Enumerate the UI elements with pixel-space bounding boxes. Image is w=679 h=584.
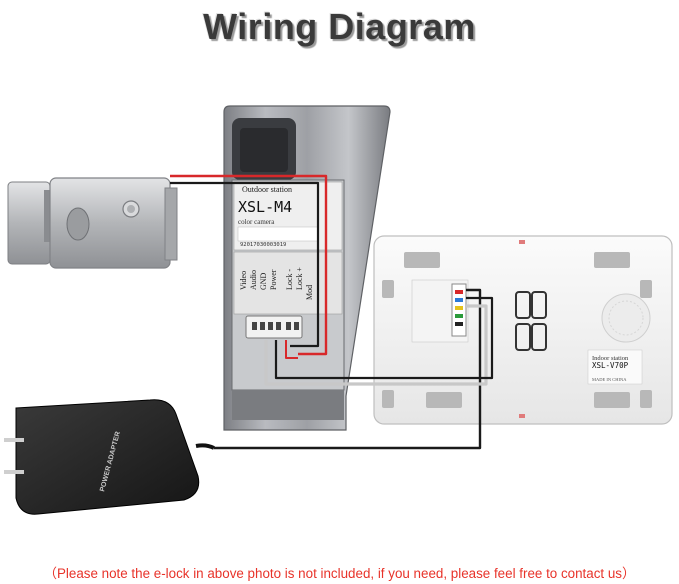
power-adapter: POWER ADAPTER [4,399,215,515]
outdoor-sub: color camera [238,218,275,226]
terminal-video: Video [239,271,248,290]
indoor-model: XSL-V70P [592,361,629,370]
terminal-lock-plus: Lock + [295,267,304,290]
wires [170,174,494,450]
terminal-audio: Audio [249,270,258,290]
terminal-lock-minus: Lock - [285,269,294,290]
indoor-made-in: MADE IN CHINA [592,377,627,382]
diagram-title: Wiring Diagram [203,6,476,47]
indoor-station-label: Indoor station [592,355,629,362]
outdoor-serial: 92017030003019 [240,242,286,248]
power-wire-red [285,340,298,359]
lock-wire-red [170,174,328,356]
terminal-mod: Mod [305,285,314,300]
terminal-gnd: GND [259,272,268,290]
power-wire-black [214,288,482,450]
signal-wire-black [274,296,494,380]
signal-wire-white [264,304,488,386]
electric-lock [7,177,178,269]
terminal-power: Power [269,269,278,290]
outdoor-station-label: Outdoor station [242,185,292,194]
outdoor-station: Outdoor station XSL-M4 color camera 9201… [223,105,391,431]
indoor-station: Indoor station XSL-V70P MADE IN CHINA [373,235,673,425]
disclaimer-note: （Please note the e-lock in above photo i… [43,566,636,581]
outdoor-model: XSL-M4 [238,198,292,216]
lock-wire-black [170,181,320,348]
